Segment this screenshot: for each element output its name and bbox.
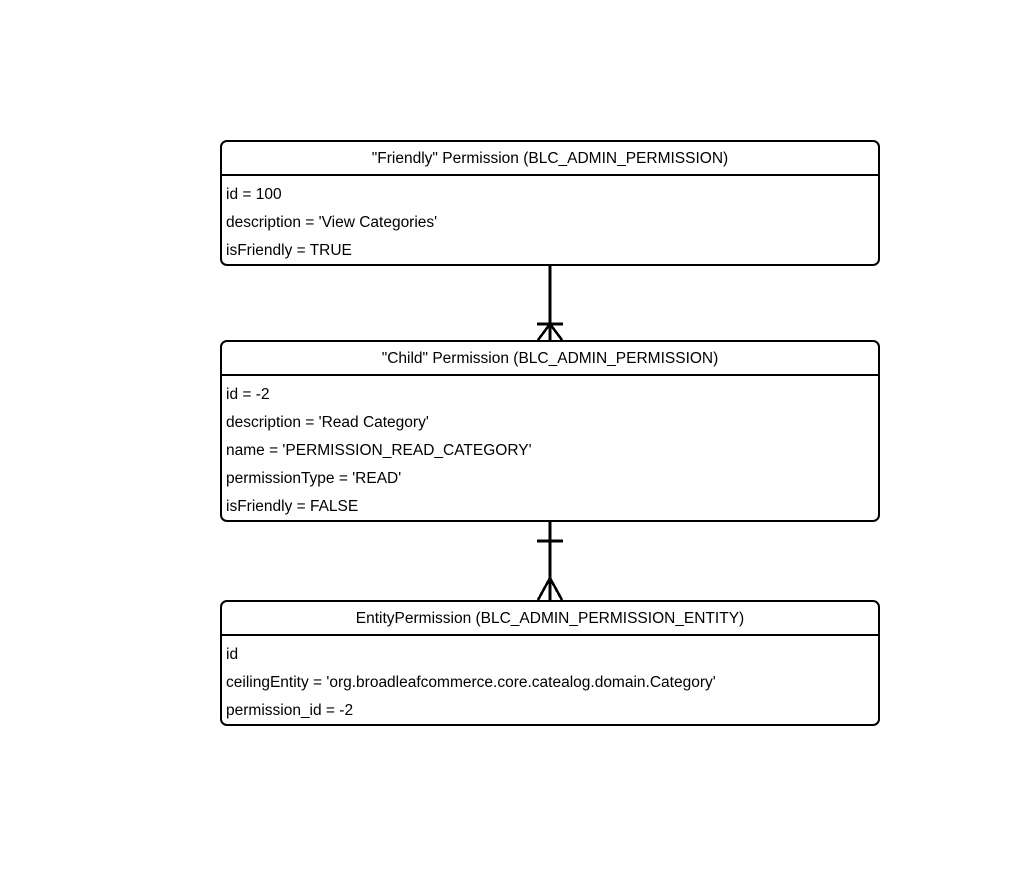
entity-header-entity-permission: EntityPermission (BLC_ADMIN_PERMISSION_E…: [222, 602, 878, 636]
entity-box-friendly-permission[interactable]: "Friendly" Permission (BLC_ADMIN_PERMISS…: [220, 140, 880, 266]
cardinality-many-crowfoot: [536, 321, 564, 341]
cardinality-many-crowfoot: [536, 575, 564, 601]
entity-rows-entity-permission: id ceilingEntity = 'org.broadleafcommerc…: [222, 636, 878, 724]
entity-attribute-row: description = 'Read Category': [226, 414, 429, 431]
entity-rows-child-permission: id = -2 description = 'Read Category' na…: [222, 376, 878, 520]
entity-header-friendly-permission: "Friendly" Permission (BLC_ADMIN_PERMISS…: [222, 142, 878, 176]
entity-attribute-row: name = 'PERMISSION_READ_CATEGORY': [226, 442, 532, 459]
entity-attribute-row: id = 100: [226, 186, 282, 203]
entity-attribute-row: description = 'View Categories': [226, 214, 438, 231]
entity-attribute-row: isFriendly = TRUE: [226, 242, 352, 259]
entity-rows-friendly-permission: id = 100 description = 'View Categories'…: [222, 176, 878, 264]
entity-attribute-row: ceilingEntity = 'org.broadleafcommerce.c…: [226, 674, 716, 691]
entity-attribute-row: permission_id = -2: [226, 702, 354, 719]
entity-header-child-permission: "Child" Permission (BLC_ADMIN_PERMISSION…: [222, 342, 878, 376]
entity-box-entity-permission[interactable]: EntityPermission (BLC_ADMIN_PERMISSION_E…: [220, 600, 880, 726]
entity-attribute-row: id = -2: [226, 386, 270, 403]
entity-attribute-row: isFriendly = FALSE: [226, 498, 359, 515]
entity-box-child-permission[interactable]: "Child" Permission (BLC_ADMIN_PERMISSION…: [220, 340, 880, 522]
entity-attribute-row: permissionType = 'READ': [226, 470, 402, 487]
entity-attribute-row: id: [226, 646, 239, 663]
